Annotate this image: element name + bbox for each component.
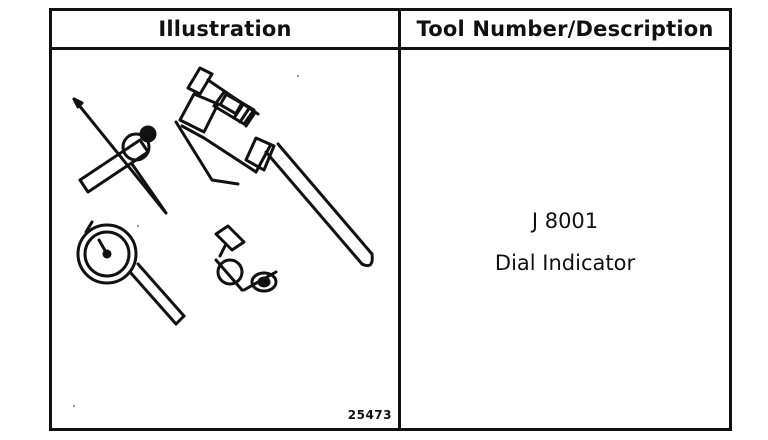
- description-cell: J 8001 Dial Indicator: [401, 50, 729, 428]
- header-illustration: Illustration: [158, 17, 292, 41]
- header-tool-description: Tool Number/Description: [416, 17, 714, 41]
- tee-handle-holder-icon: [72, 97, 168, 215]
- figure-number: 25473: [347, 408, 392, 422]
- dial-indicator-icon: [76, 220, 186, 326]
- clamp-bracket-icon: [174, 66, 374, 268]
- table-header-row: Illustration Tool Number/Description: [52, 11, 729, 50]
- tool-table: Illustration Tool Number/Description: [49, 8, 732, 431]
- tool-description: Dial Indicator: [494, 251, 636, 275]
- swivel-clamp-icon: [214, 224, 278, 293]
- tool-number: J 8001: [531, 209, 599, 233]
- illustration-cell: 25473: [52, 50, 398, 428]
- column-divider: [398, 11, 401, 428]
- tool-illustration: [72, 66, 374, 407]
